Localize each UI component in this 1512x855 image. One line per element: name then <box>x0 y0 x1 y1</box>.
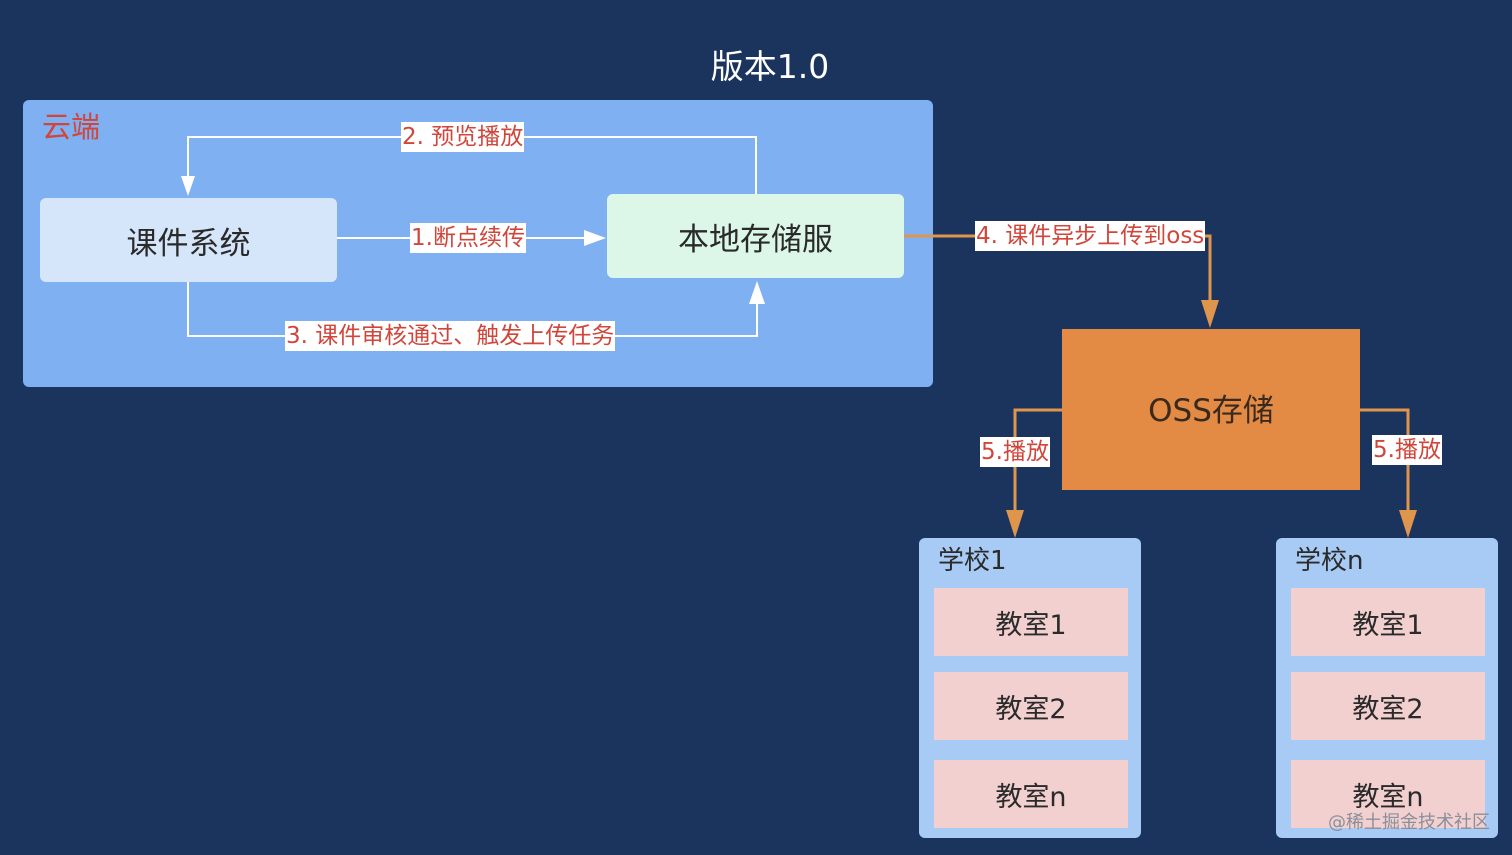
room-label: 教室n <box>995 781 1067 813</box>
room-label: 教室n <box>1352 781 1424 813</box>
school-n-room-2: 教室2 <box>1291 672 1485 740</box>
school-1-title: 学校1 <box>938 546 1007 576</box>
room-label: 教室1 <box>995 609 1067 641</box>
edge-review-passed-arrowhead <box>749 281 765 304</box>
edge-label-review-passed: 3. 课件审核通过、触发上传任务 <box>285 321 616 351</box>
course-system-label: 课件系统 <box>126 225 251 262</box>
cloud-label: 云端 <box>42 110 101 144</box>
local-storage-node: 本地存储服 <box>607 194 904 278</box>
edge-resume-upload-arrowhead <box>584 230 606 246</box>
course-system-node: 课件系统 <box>40 198 337 282</box>
edge-label-play-left: 5.播放 <box>980 437 1050 467</box>
school-1-room-1: 教室1 <box>934 588 1128 656</box>
school-n-title: 学校n <box>1295 546 1364 576</box>
edge-upload-oss-arrowhead <box>1201 300 1219 328</box>
oss-storage-label: OSS存储 <box>1148 393 1274 429</box>
watermark: @稀土掘金技术社区 <box>1328 812 1490 833</box>
room-label: 教室2 <box>1352 693 1424 725</box>
school-1-room-n: 教室n <box>934 760 1128 828</box>
room-label: 教室1 <box>1352 609 1424 641</box>
edge-play-right-arrowhead <box>1399 510 1417 538</box>
school-n-room-n: 教室n <box>1291 760 1485 828</box>
edge-play-left-line <box>1013 408 1062 515</box>
edge-label-resume-upload: 1.断点续传 <box>410 223 526 253</box>
school-1-room-2: 教室2 <box>934 672 1128 740</box>
edge-play-right-line <box>1360 408 1410 515</box>
local-storage-label: 本地存储服 <box>678 221 833 258</box>
edge-play-left-arrowhead <box>1006 510 1024 538</box>
edge-label-upload-oss: 4. 课件异步上传到oss <box>975 221 1206 251</box>
edge-label-preview-play: 2. 预览播放 <box>401 122 525 152</box>
oss-storage-node: OSS存储 <box>1062 329 1360 490</box>
school-n-room-1: 教室1 <box>1291 588 1485 656</box>
room-label: 教室2 <box>995 693 1067 725</box>
edge-label-play-right: 5.播放 <box>1372 435 1442 465</box>
edge-preview-play-arrowhead <box>181 176 195 196</box>
diagram-title: 版本1.0 <box>710 47 830 86</box>
